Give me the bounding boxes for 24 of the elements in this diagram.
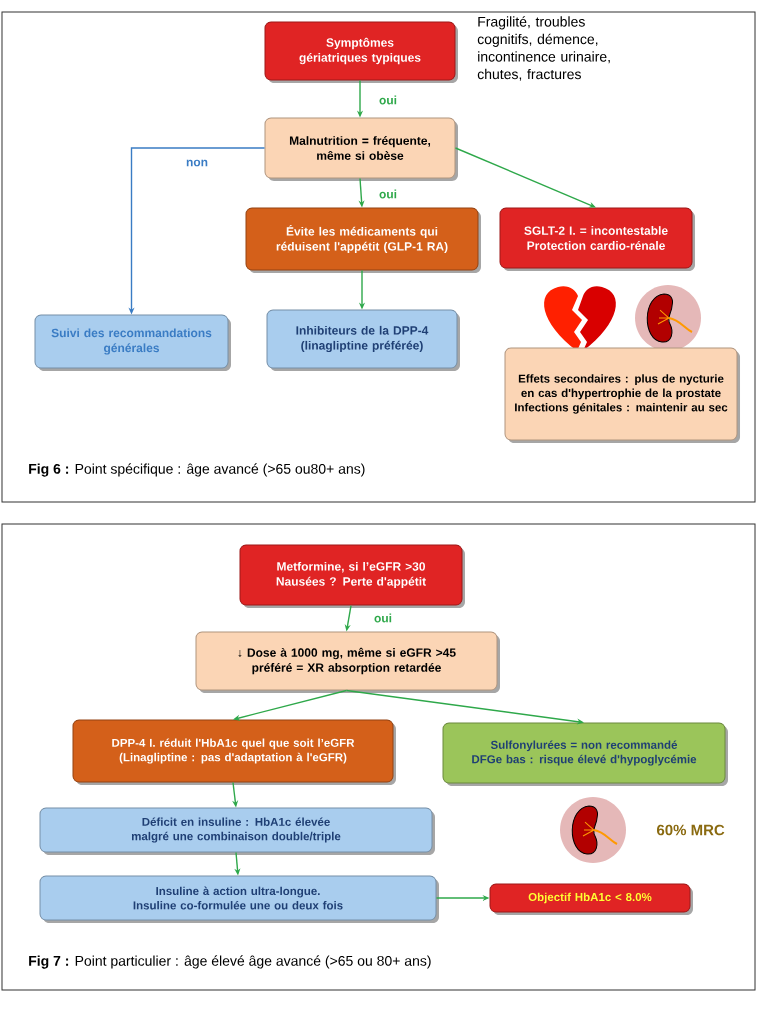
process-box: Suivi des recommandations générales	[34, 314, 231, 371]
goal-box: Objectif HbA1c < 8.0%	[489, 883, 693, 915]
arrow	[454, 147, 596, 208]
note-text: Fragilité, troubles cognitifs, démence, incontinence urinaire, chutes, fractures	[477, 16, 610, 81]
edge-label: oui	[373, 612, 393, 624]
process-box: Malnutrition = fréquente, même si obèse	[264, 117, 458, 181]
process-box: Insuline à action ultra-longue. Insuline co-formulée une ou deux fois	[39, 875, 439, 923]
process-box: ↓ Dose à 1000 mg, même si eGFR >45 préféré = XR absorption retardée	[195, 631, 500, 693]
edge-label: non	[185, 158, 209, 168]
percentage-label: 60% MRC	[657, 824, 725, 836]
figure-caption: Fig 6 : Point spécifique : âge avancé (>65 ou80+ ans)	[29, 463, 365, 477]
figure-caption: Fig 7 : Point particulier : âge élevé âge avancé (>65 ou 80+ ans)	[29, 955, 431, 969]
process-box: Symptômes gériatriques typiques	[264, 21, 458, 83]
arrow	[233, 689, 348, 721]
process-box: Déficit en insuline : HbA1c élevée malgré une combinaison double/triple	[39, 807, 435, 855]
process-box: Inhibiteurs de la DPP-4 (linagliptine préférée)	[266, 309, 460, 371]
process-box: DPP-4 I. réduit l'HbA1c quel que soit l’eGFR (Linagliptine : pas d'adaptation à l'eGFR)	[72, 719, 396, 785]
process-box: SGLT-2 I. = incontestable Protection cardio-rénale	[499, 207, 695, 271]
process-box: Effets secondaires : plus de nycturie en cas d'hypertrophie de la prostate Infections génitales : maintenir au sec	[504, 347, 740, 443]
edge-label: oui	[378, 188, 398, 200]
edge-label: oui	[378, 94, 398, 106]
process-box: Sulfonylurées = non recommandé DFGe bas : risque élevé d'hypoglycémie	[442, 722, 728, 786]
process-box: Évite les médicaments qui réduisent l'appétit (GLP-1 RA)	[245, 207, 481, 273]
process-box: Metformine, si l’eGFR >30 Nausées ? Perte d'appétit	[239, 544, 465, 608]
